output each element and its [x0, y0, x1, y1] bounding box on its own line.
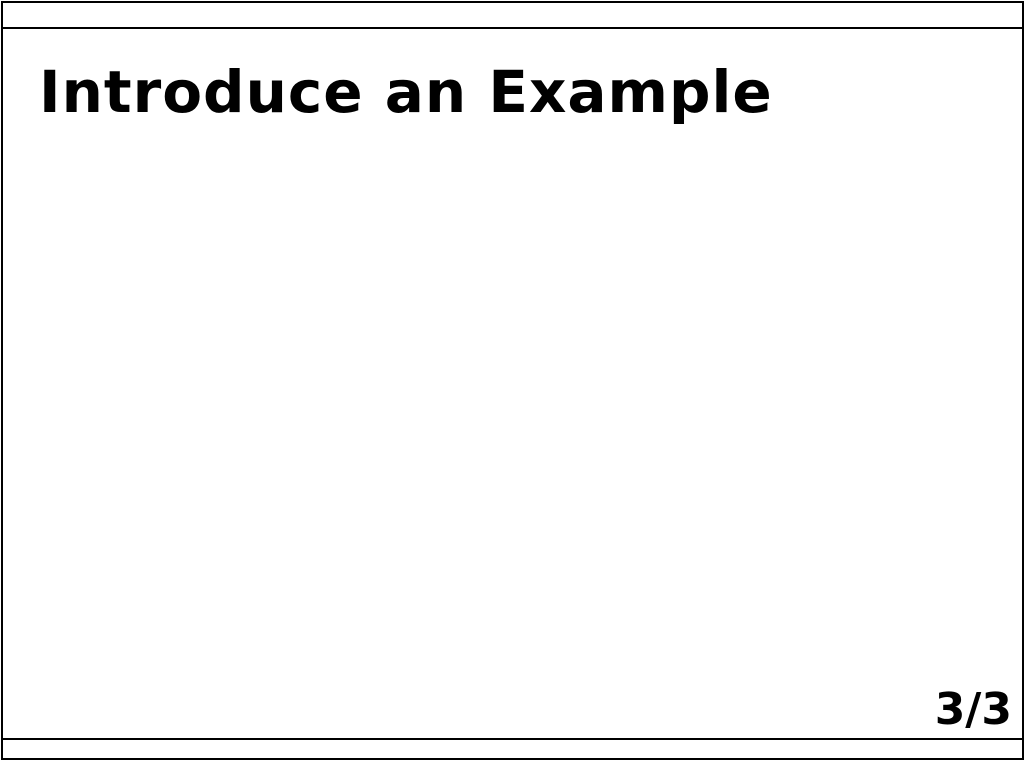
bottom-footer-band — [3, 738, 1022, 758]
top-header-band — [3, 3, 1022, 29]
slide-title: Introduce an Example — [39, 58, 773, 126]
page-counter: 3/3 — [934, 684, 1012, 735]
